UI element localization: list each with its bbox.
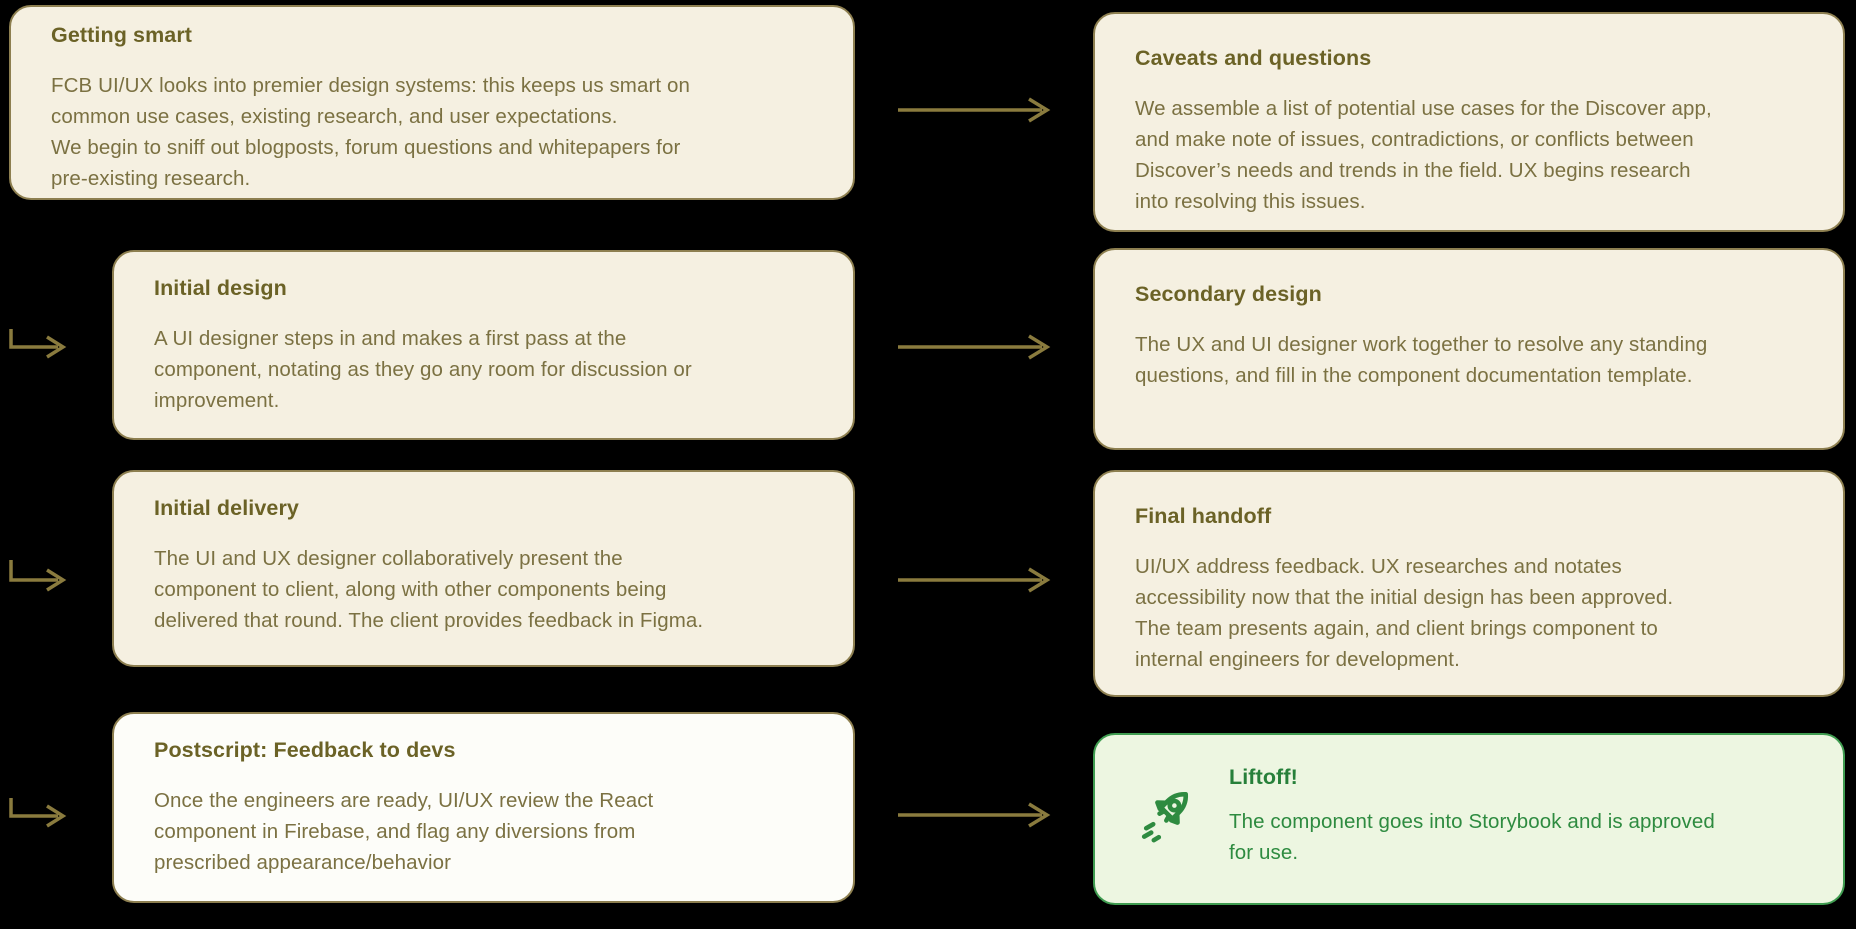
card-title: Getting smart — [51, 23, 193, 47]
card-title: Final handoff — [1135, 504, 1272, 528]
elbow-arrow-row4 — [9, 798, 67, 828]
card-body: The UX and UI designer work together to … — [1135, 333, 1708, 387]
card-title: Initial design — [154, 276, 287, 300]
card-caveats-and-questions: Caveats and questions We assemble a list… — [1093, 12, 1845, 232]
arrow-row1 — [898, 97, 1051, 123]
elbow-arrow-row3 — [9, 560, 67, 592]
card-getting-smart: Getting smart FCB UI/UX looks into premi… — [9, 5, 855, 200]
arrow-row2 — [898, 334, 1051, 360]
elbow-arrow-row2 — [9, 329, 67, 359]
card-title: Liftoff! — [1229, 765, 1298, 789]
card-secondary-design: Secondary design The UX and UI designer … — [1093, 248, 1845, 450]
card-body: Once the engineers are ready, UI/UX revi… — [154, 789, 654, 874]
arrow-row3 — [898, 567, 1051, 593]
card-final-handoff: Final handoff UI/UX address feedback. UX… — [1093, 470, 1845, 697]
card-postscript-feedback-to-devs: Postscript: Feedback to devs Once the en… — [112, 712, 855, 903]
card-title: Caveats and questions — [1135, 46, 1372, 70]
card-initial-delivery: Initial delivery The UI and UX designer … — [112, 470, 855, 667]
card-body: The component goes into Storybook and is… — [1229, 810, 1715, 864]
arrow-row4 — [898, 802, 1051, 828]
card-title: Postscript: Feedback to devs — [154, 738, 456, 762]
card-initial-design: Initial design A UI designer steps in an… — [112, 250, 855, 440]
card-title: Secondary design — [1135, 282, 1322, 306]
card-body: UI/UX address feedback. UX researches an… — [1135, 555, 1674, 671]
card-body: A UI designer steps in and makes a first… — [154, 327, 692, 412]
card-body: The UI and UX designer collaboratively p… — [154, 547, 704, 632]
rocket-icon — [1139, 783, 1197, 852]
card-body: We assemble a list of potential use case… — [1135, 97, 1712, 213]
card-body: FCB UI/UX looks into premier design syst… — [51, 74, 691, 190]
card-liftoff: Liftoff! The component goes into Storybo… — [1093, 733, 1845, 905]
card-title: Initial delivery — [154, 496, 299, 520]
liftoff-text-block: Liftoff! The component goes into Storybo… — [1229, 765, 1715, 868]
